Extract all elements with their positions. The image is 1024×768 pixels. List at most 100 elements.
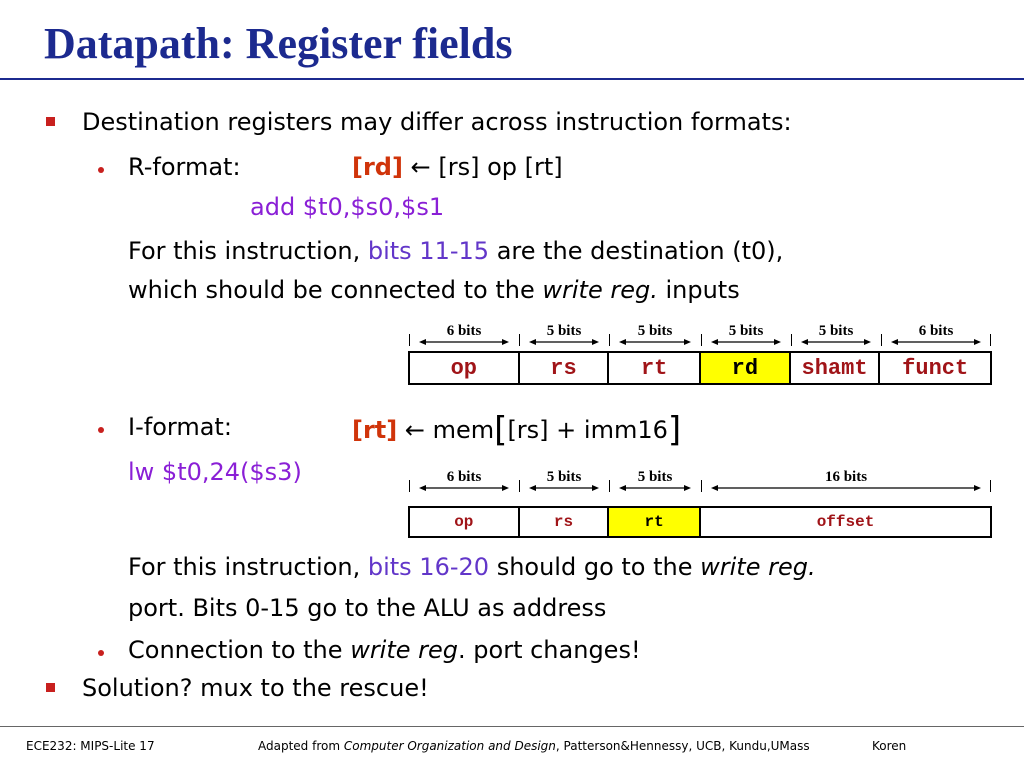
- double-arrow-icon: [419, 485, 509, 491]
- footer-attribution: Adapted from Computer Organization and D…: [258, 739, 810, 753]
- bracket-close: ]: [667, 410, 682, 450]
- i-format-note-line1: For this instruction, bits 16-20 should …: [128, 552, 816, 582]
- bit-width-label: 6 bits: [446, 323, 482, 339]
- note-text: Connection to the: [128, 636, 343, 664]
- field-op: op: [410, 508, 520, 536]
- bit-width-label: 5 bits: [637, 323, 673, 339]
- double-arrow-icon: [711, 339, 781, 345]
- bits-range: bits 11-15: [367, 237, 490, 265]
- bit-width-3: 16 bits: [701, 469, 991, 494]
- r-format-example: add $t0,$s0,$s1: [250, 193, 445, 221]
- double-arrow-icon: [529, 485, 599, 491]
- bit-boundary-tick: [609, 480, 610, 492]
- i-format-example: lw $t0,24($s3): [128, 458, 302, 486]
- r-format-bit-widths: 6 bits 5 bits 5 bits 5 bits 5 bits 6 bits: [409, 323, 991, 348]
- bit-width-label: 5 bits: [728, 323, 764, 339]
- bit-boundary-tick: [409, 334, 410, 346]
- field-rs: rs: [520, 353, 610, 383]
- note-text: are the destination (t0),: [496, 237, 784, 265]
- footer-course: ECE232: MIPS-Lite 17: [26, 739, 155, 753]
- bit-width-label: 6 bits: [918, 323, 954, 339]
- round-bullet-icon: [98, 427, 104, 433]
- bits-range: bits 16-20: [367, 553, 490, 581]
- bit-width-2: 5 bits: [609, 323, 701, 348]
- slide-title: Datapath: Register fields: [44, 19, 513, 68]
- i-format-label: I-format:: [128, 413, 232, 441]
- bit-width-0: 6 bits: [409, 469, 519, 494]
- attribution-text: , Patterson&Hennessy, UCB, Kundu,UMass: [555, 739, 810, 753]
- bullet-connection-changes: Connection to the write reg. port change…: [128, 635, 641, 665]
- field-funct: funct: [902, 355, 969, 381]
- round-bullet-icon: [98, 650, 104, 656]
- field-op: op: [410, 353, 520, 383]
- r-format-note-line2: which should be connected to the write r…: [128, 275, 740, 305]
- field-shamt: shamt: [791, 353, 881, 383]
- footer-author: Koren: [872, 739, 907, 753]
- bit-boundary-tick: [409, 480, 410, 492]
- footer-divider: [0, 726, 1024, 727]
- r-format-expr: [rs] op [rt]: [438, 153, 563, 181]
- double-arrow-icon: [711, 485, 981, 491]
- field-rs: rs: [520, 508, 610, 536]
- bracket-open: [: [494, 410, 508, 450]
- double-arrow-icon: [619, 485, 691, 491]
- book-title: Computer Organization and Design: [343, 739, 556, 753]
- bit-boundary-tick: [609, 334, 610, 346]
- write-reg-term: write reg.: [700, 553, 816, 581]
- bit-width-4: 5 bits: [791, 323, 881, 348]
- title-divider: [0, 78, 1024, 80]
- i-format-bit-widths: 6 bits 5 bits 5 bits 16 bits: [409, 469, 991, 494]
- bit-width-label: 5 bits: [818, 323, 854, 339]
- field-rt: rt: [609, 353, 701, 383]
- bit-boundary-tick: [990, 480, 991, 492]
- round-bullet-icon: [98, 167, 104, 173]
- r-format-label: R-format:: [128, 153, 241, 181]
- note-text: should go to the: [496, 553, 693, 581]
- bullet-destination-registers: Destination registers may differ across …: [82, 108, 792, 136]
- bit-boundary-tick: [701, 334, 702, 346]
- bit-boundary-tick: [519, 480, 520, 492]
- bit-boundary-tick: [519, 334, 520, 346]
- bit-width-1: 5 bits: [519, 469, 609, 494]
- bit-boundary-tick: [881, 334, 882, 346]
- note-text: . port changes!: [458, 636, 641, 664]
- write-reg-term: write reg: [350, 636, 459, 664]
- square-bullet-icon: [46, 683, 55, 692]
- double-arrow-icon: [419, 339, 509, 345]
- attribution-text: Adapted from: [258, 739, 341, 753]
- r-format-rtl: [rd] ← [rs] op [rt]: [352, 152, 563, 182]
- double-arrow-icon: [619, 339, 691, 345]
- double-arrow-icon: [529, 339, 599, 345]
- field-rd: rd: [701, 353, 791, 383]
- bit-width-label: 16 bits: [824, 469, 868, 485]
- mem-text: mem: [432, 416, 495, 444]
- i-format-expr: [rs] + imm16: [507, 416, 668, 444]
- note-text: For this instruction,: [128, 237, 361, 265]
- bit-width-label: 5 bits: [546, 323, 582, 339]
- note-text: inputs: [665, 276, 740, 304]
- bit-width-5: 6 bits: [881, 323, 991, 348]
- write-reg-term: write reg.: [542, 276, 658, 304]
- bit-width-2: 5 bits: [609, 469, 701, 494]
- bit-width-3: 5 bits: [701, 323, 791, 348]
- bit-width-label: 5 bits: [637, 469, 673, 485]
- note-text: which should be connected to the: [128, 276, 535, 304]
- r-format-note-line1: For this instruction, bits 11-15 are the…: [128, 236, 783, 266]
- note-text: For this instruction,: [128, 553, 361, 581]
- bit-boundary-tick: [701, 480, 702, 492]
- bit-width-label: 5 bits: [546, 469, 582, 485]
- bit-boundary-tick: [791, 334, 792, 346]
- r-format-dest: [rd]: [352, 153, 403, 181]
- bit-boundary-tick: [990, 334, 991, 346]
- bit-width-1: 5 bits: [519, 323, 609, 348]
- bullet-solution: Solution? mux to the rescue!: [82, 674, 429, 702]
- i-format-dest: [rt]: [352, 416, 398, 444]
- bit-width-label: 6 bits: [446, 469, 482, 485]
- bit-width-0: 6 bits: [409, 323, 519, 348]
- double-arrow-icon: [891, 339, 981, 345]
- i-format-rtl: [rt] ← mem[[rs] + imm16]: [352, 412, 681, 447]
- i-format-note-line2: port. Bits 0-15 go to the ALU as address: [128, 594, 607, 622]
- left-arrow-icon: ←: [410, 153, 431, 181]
